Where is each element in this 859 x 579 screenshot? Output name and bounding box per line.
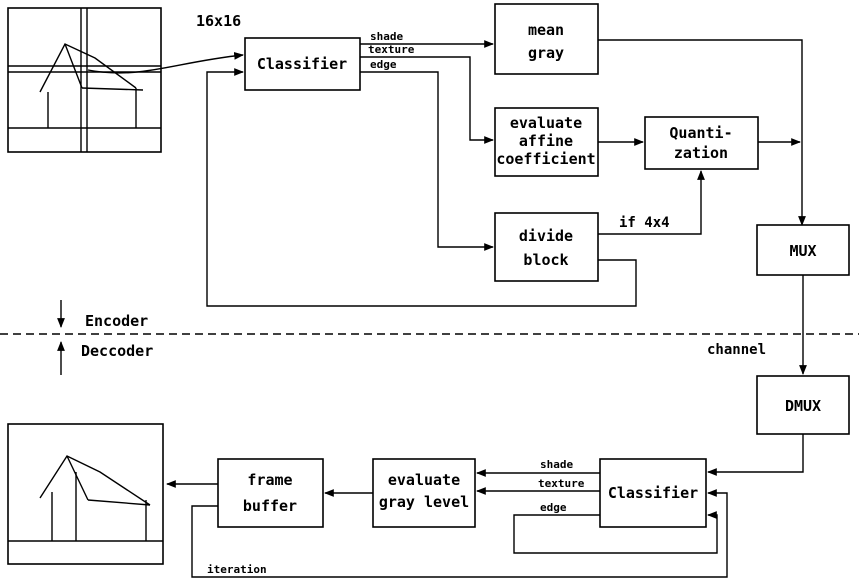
- divide-feedback-wire: [206, 68, 637, 307]
- edge-wire: [360, 71, 494, 251]
- mean-to-mux-wire: [598, 39, 806, 226]
- mean-gray-box: mean gray: [494, 3, 599, 75]
- dec-edge-loop: [513, 511, 718, 554]
- mean-gray-line1: mean: [528, 21, 564, 39]
- edge-label: edge: [370, 58, 397, 71]
- decoder-classifier-label: Classifier: [608, 484, 698, 502]
- mux-label: MUX: [789, 242, 816, 260]
- encoder-classifier-box: Classifier: [244, 37, 361, 91]
- texture-label: texture: [368, 43, 415, 56]
- input-image: [7, 7, 162, 153]
- divide-block-box: divide block: [494, 212, 599, 282]
- gray-line2: gray level: [379, 493, 469, 511]
- encoder-label: Encoder: [85, 312, 148, 330]
- evaluate-affine-box: evaluate affine coefficient: [494, 107, 599, 177]
- dec-shade-label: shade: [540, 458, 573, 471]
- decoder-label: Deccoder: [81, 342, 153, 360]
- frame-buffer-box: frame buffer: [217, 458, 324, 528]
- iteration-label: iteration: [207, 563, 267, 576]
- gray-line1: evaluate: [388, 471, 460, 489]
- block-extract-arrow: [87, 52, 244, 74]
- mux-box: MUX: [756, 224, 850, 276]
- output-image: [7, 423, 164, 565]
- encoder-classifier-label: Classifier: [257, 55, 347, 73]
- dmux-label: DMUX: [785, 397, 821, 415]
- dmux-box: DMUX: [756, 375, 850, 435]
- shade-label: shade: [370, 30, 403, 43]
- if4x4-label: if 4x4: [619, 215, 670, 231]
- quant-line1: Quanti-: [669, 124, 732, 142]
- mean-gray-line2: gray: [528, 44, 564, 62]
- affine-line3: coefficient: [496, 150, 595, 168]
- affine-line1: evaluate: [510, 114, 582, 132]
- iteration-loop: [191, 489, 728, 578]
- dec-edge-label: edge: [540, 501, 567, 514]
- block-size-label: 16x16: [196, 12, 241, 30]
- frame-line1: frame: [247, 471, 292, 489]
- dmux-to-classifier-wire: [707, 434, 804, 476]
- evaluate-gray-box: evaluate gray level: [372, 458, 476, 528]
- quantization-box: Quanti- zation: [644, 116, 759, 170]
- if4x4-wire: [598, 170, 705, 235]
- decoder-classifier-box: Classifier: [599, 458, 707, 528]
- divide-line2: block: [523, 251, 568, 269]
- frame-line2: buffer: [243, 497, 297, 515]
- texture-wire: [360, 56, 494, 144]
- dec-texture-label: texture: [538, 477, 585, 490]
- affine-line2: affine: [519, 132, 573, 150]
- channel-label: channel: [707, 342, 766, 358]
- quant-line2: zation: [674, 144, 728, 162]
- divide-line1: divide: [519, 227, 573, 245]
